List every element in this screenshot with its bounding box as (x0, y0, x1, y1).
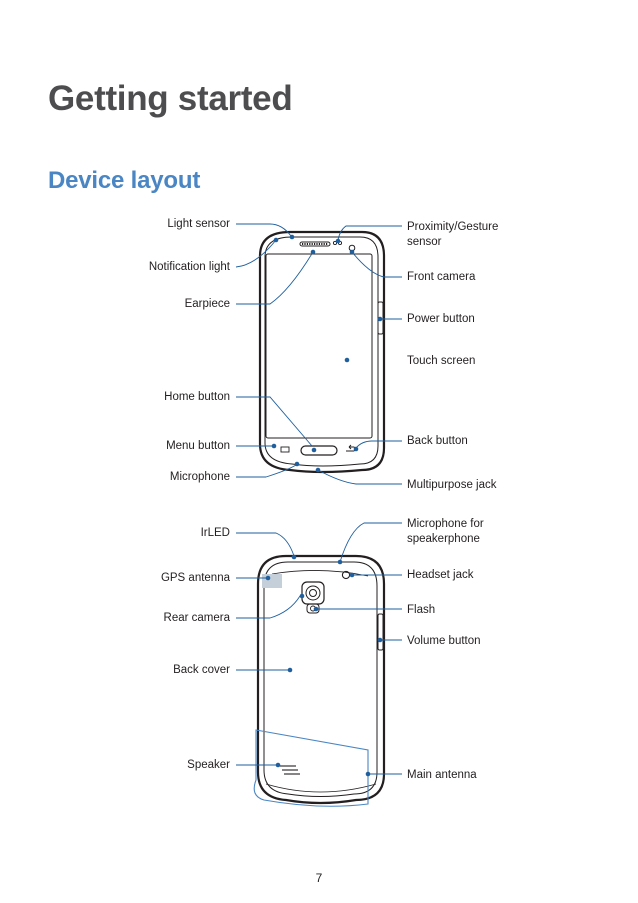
dot-main-antenna (365, 771, 371, 777)
dot-microphone-speakerphone (337, 559, 343, 565)
label-speaker: Speaker (187, 759, 230, 771)
section-title: Device layout (48, 167, 201, 194)
home-button-shape (300, 445, 338, 456)
dot-headset-jack (349, 572, 355, 578)
front-callout-dots (271, 234, 383, 473)
label-multipurpose-jack: Multipurpose jack (407, 479, 497, 491)
label-irled: IrLED (200, 527, 230, 539)
back-cover-bottom-seam (265, 783, 377, 793)
callout-microphone-speakerphone (339, 522, 402, 563)
callout-irled (236, 532, 295, 557)
dot-multipurpose-jack (315, 467, 321, 473)
label-back-cover: Back cover (173, 664, 230, 676)
dot-rear-camera (299, 593, 305, 599)
label-volume-button: Volume button (407, 635, 481, 647)
callout-rear-camera (236, 595, 301, 619)
rear-camera-lens-outer (305, 585, 321, 601)
dot-earpiece (310, 249, 316, 255)
label-menu-button: Menu button (166, 440, 230, 452)
label-light-sensor: Light sensor (167, 218, 230, 230)
label-rear-camera: Rear camera (163, 612, 230, 624)
sensor-dot-1 (332, 240, 338, 246)
back-key-icon (346, 444, 356, 452)
dot-front-camera (349, 249, 355, 255)
rear-camera-lens-inner (309, 589, 317, 597)
callout-proximity (337, 225, 402, 241)
front-callouts (235, 223, 402, 485)
speaker-grille (280, 765, 300, 775)
dot-menu-button (271, 443, 277, 449)
callout-back-button (355, 440, 402, 449)
front-phone-inner-edge (264, 236, 379, 467)
dot-irled (291, 554, 297, 560)
label-touch-screen: Touch screen (407, 355, 476, 367)
back-callouts (236, 522, 402, 775)
dot-gps-antenna (265, 575, 271, 581)
flash-housing (306, 603, 320, 614)
dot-speaker (275, 762, 281, 768)
rear-camera-housing (301, 581, 325, 605)
callout-notification-light (235, 239, 277, 268)
label-main-antenna: Main antenna (407, 769, 477, 781)
callout-front-camera (351, 251, 402, 278)
front-phone-outer-body (258, 230, 386, 474)
headset-jack-hole (341, 570, 351, 580)
back-cover-top-seam (271, 570, 369, 577)
dot-flash (313, 606, 319, 612)
callout-earpiece (236, 251, 314, 305)
dot-back-button (353, 446, 359, 452)
back-phone-outer-body (256, 554, 386, 805)
label-front-camera: Front camera (407, 271, 476, 283)
front-phone-illustration (258, 230, 386, 474)
dot-back-cover (287, 667, 293, 673)
volume-button-side (377, 613, 384, 651)
front-display-screen (265, 253, 373, 439)
label-microphone-speakerphone-line2: speakerphone (407, 533, 480, 545)
dot-light-sensor (289, 234, 295, 240)
label-proximity-sensor-line1: Proximity/Gesture (407, 221, 499, 233)
back-phone-inner-edge (263, 561, 378, 797)
dot-microphone (294, 461, 300, 467)
callout-light-sensor (236, 223, 292, 237)
label-proximity-sensor-line2: sensor (407, 236, 442, 248)
earpiece-grille (299, 241, 331, 247)
dot-volume-button (377, 637, 383, 643)
gps-antenna-area (262, 574, 282, 588)
dot-proximity (335, 238, 341, 244)
chapter-title: Getting started (48, 79, 293, 118)
label-flash: Flash (407, 604, 436, 616)
label-power-button: Power button (407, 313, 475, 325)
dot-power-button (377, 316, 383, 322)
dot-touch-screen (344, 357, 350, 363)
label-microphone-speakerphone-line1: Microphone for (407, 518, 484, 530)
label-home-button: Home button (164, 391, 230, 403)
callout-microphone (236, 464, 297, 478)
callout-multipurpose-jack (317, 469, 402, 485)
page-number: 7 (315, 871, 323, 885)
main-antenna-area (253, 729, 369, 807)
label-back-button: Back button (407, 435, 468, 447)
label-gps-antenna: GPS antenna (160, 572, 230, 584)
label-microphone: Microphone (169, 471, 230, 483)
menu-key-icon (280, 446, 290, 453)
back-callout-dots (265, 554, 383, 777)
callout-home-button (236, 396, 313, 447)
dot-home-button (311, 447, 317, 453)
label-notification-light: Notification light (148, 261, 230, 273)
label-headset-jack: Headset jack (407, 569, 474, 581)
label-earpiece: Earpiece (184, 298, 230, 310)
dot-notification-light (273, 237, 279, 243)
